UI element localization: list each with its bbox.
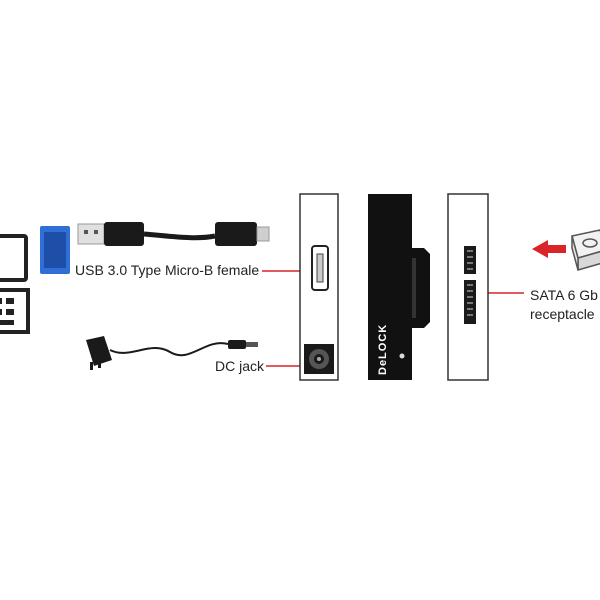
sata-receptacle (464, 246, 476, 324)
power-adapter-icon (86, 336, 258, 370)
sata-label-line2: receptacle (530, 306, 595, 322)
usb-micro-b-port (311, 245, 329, 291)
adapter-sata-side-panel (447, 193, 489, 381)
sata-label-line1: SATA 6 Gb (530, 287, 598, 303)
adapter-body: DeLOCK (368, 194, 430, 380)
adapter-port-side-panel (299, 193, 339, 381)
usb-port-label: USB 3.0 Type Micro-B female (75, 262, 260, 278)
dc-jack-label: DC jack (215, 358, 265, 374)
arrow-left-icon (532, 240, 566, 258)
laptop-icon (0, 234, 30, 334)
hard-drive-icon (571, 229, 600, 271)
brand-logo: DeLOCK (377, 324, 389, 375)
usb-cable-icon (40, 222, 270, 274)
dc-jack-port (304, 344, 334, 374)
status-led (399, 353, 405, 359)
